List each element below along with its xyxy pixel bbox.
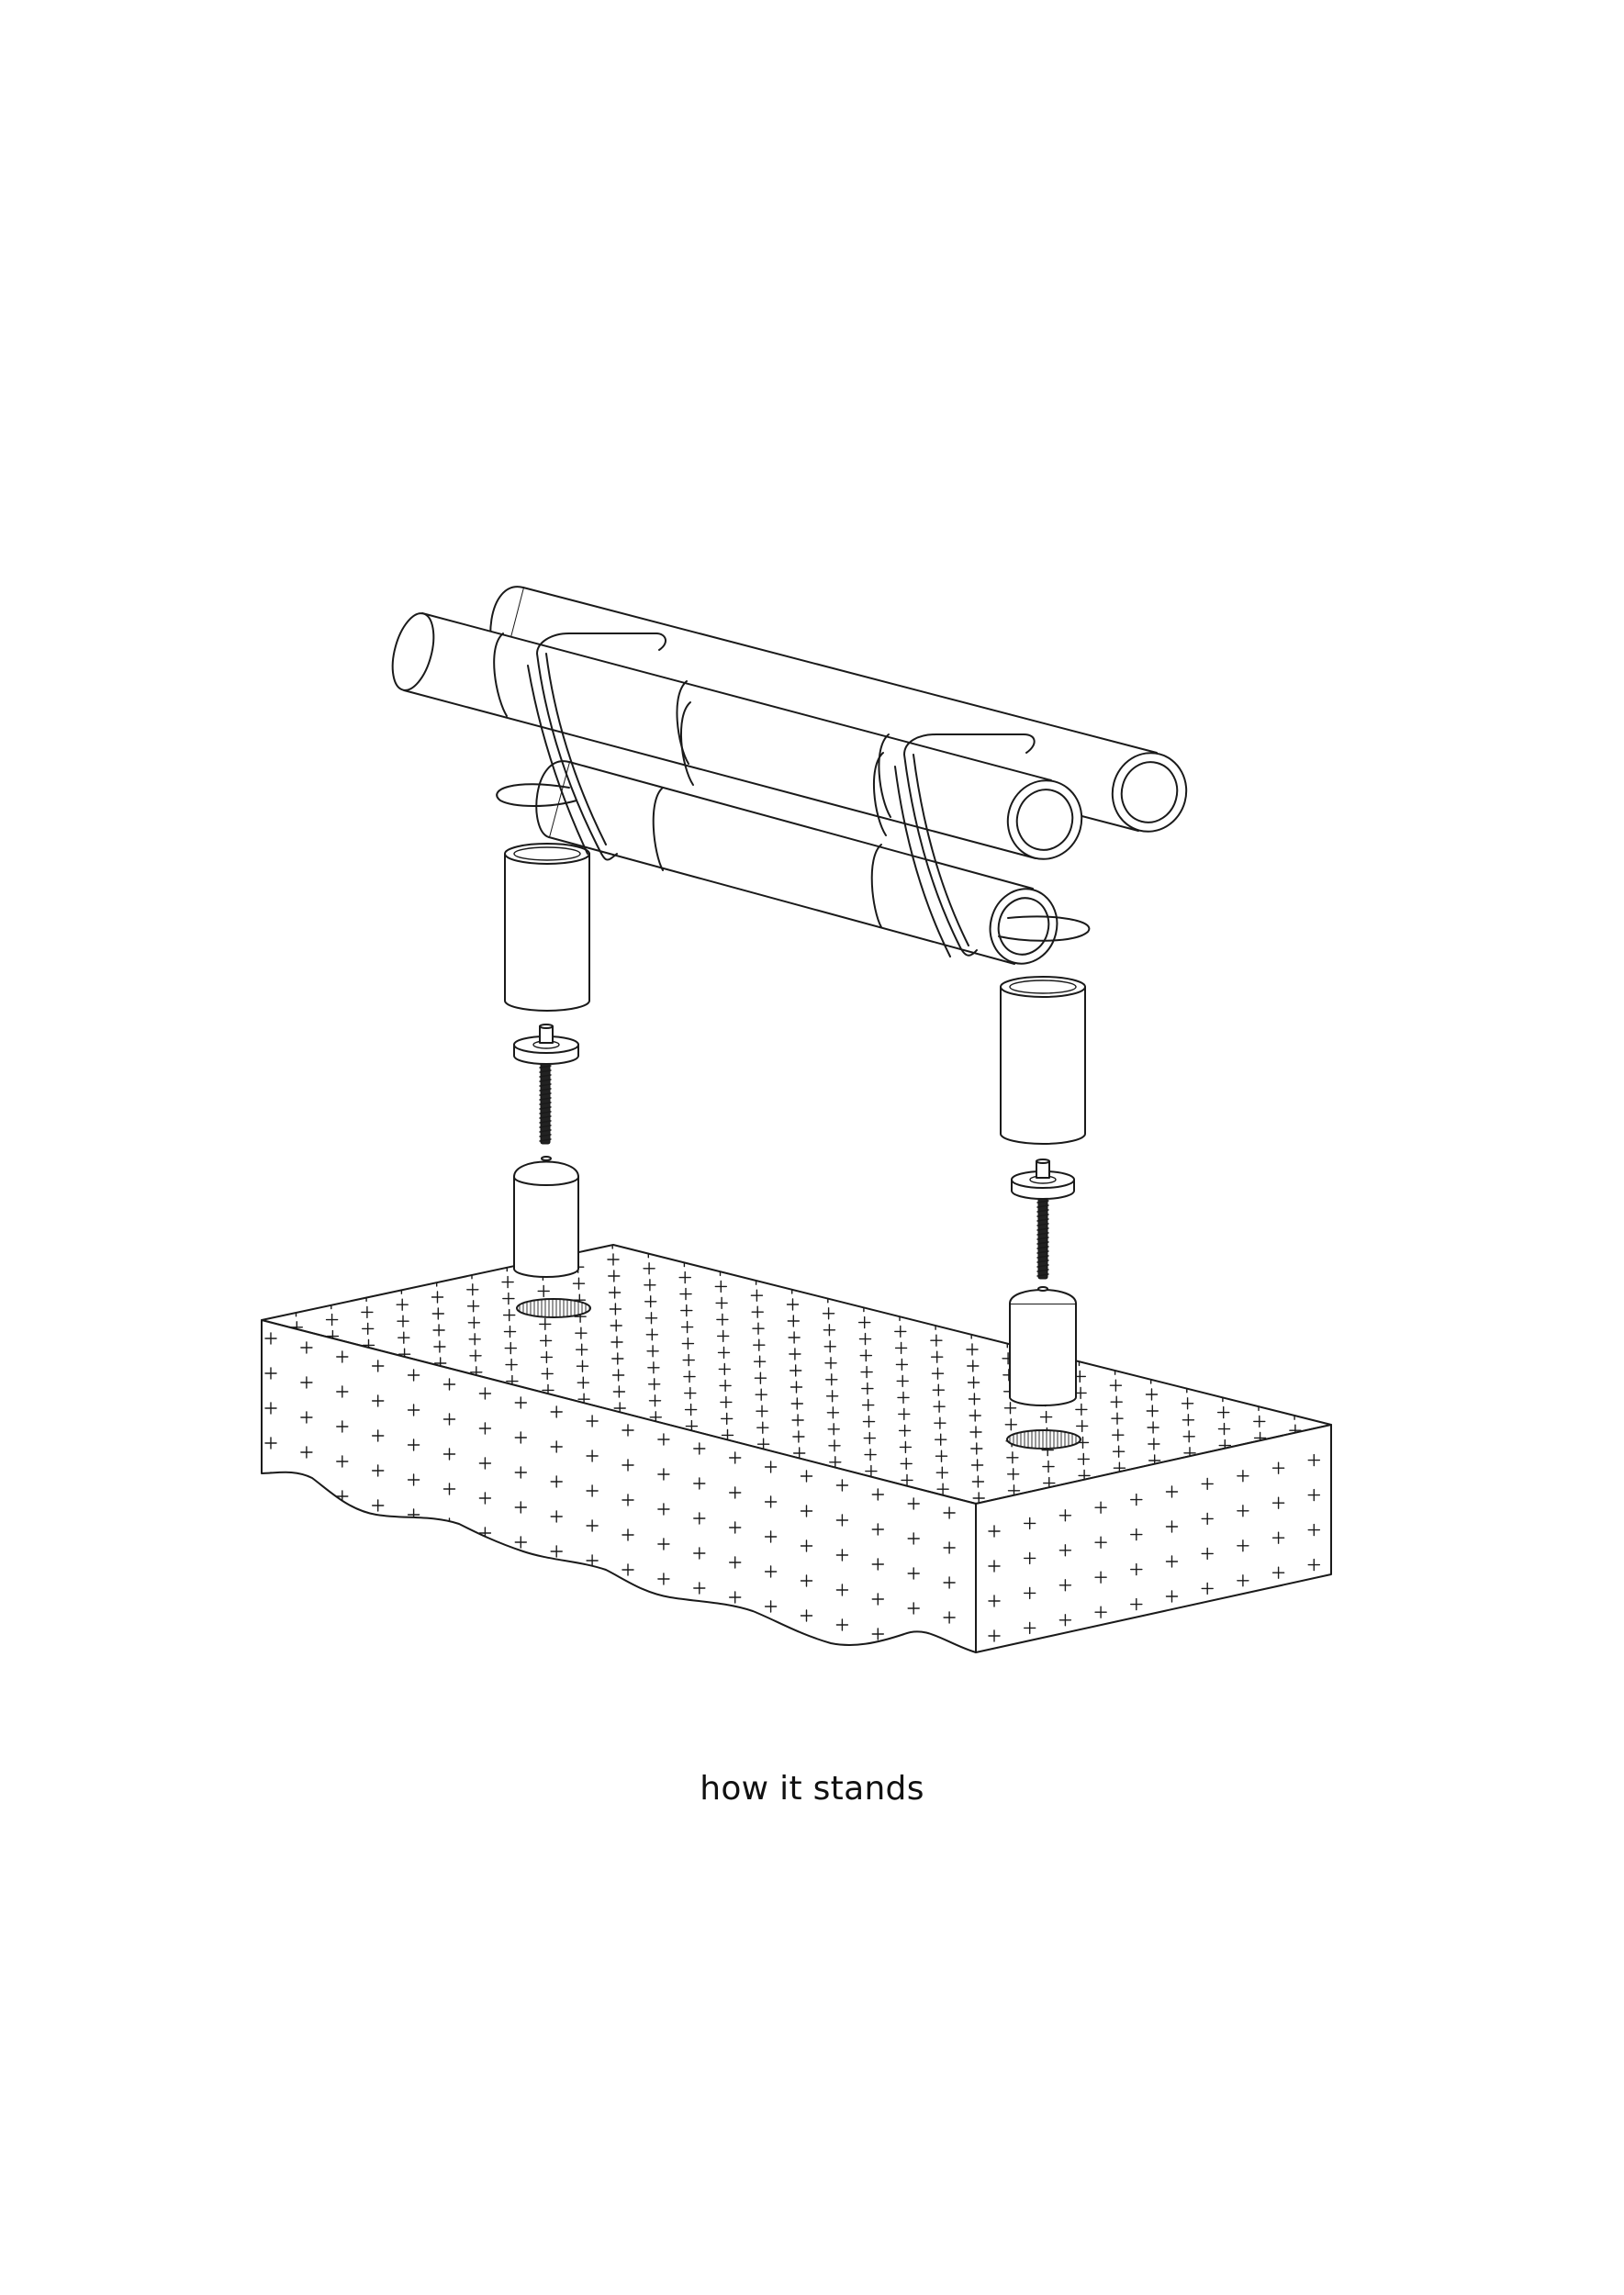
pattern-mark [539, 1083, 552, 1087]
pattern-mark [1036, 1204, 1049, 1208]
right-foot-cap [1009, 1286, 1077, 1406]
tube-lower [535, 760, 1058, 965]
pattern-mark [539, 1111, 552, 1114]
pattern-mark [539, 1125, 552, 1128]
strap-left-tab [496, 783, 577, 807]
figure-caption: how it stands [700, 1770, 924, 1808]
pattern-mark [539, 1120, 552, 1124]
left-sleeve [504, 843, 590, 1012]
pattern-mark [1036, 1214, 1049, 1217]
right-threaded-rod [1036, 1197, 1049, 1280]
tube-middle-joints [680, 701, 887, 836]
pattern-mark [539, 1138, 552, 1142]
pattern-mark [1036, 1237, 1049, 1240]
pattern-mark [1036, 1250, 1049, 1254]
pattern-mark [539, 1092, 552, 1096]
tube-bundle [391, 586, 1188, 965]
pattern-mark [1036, 1227, 1049, 1231]
pattern-mark [539, 1079, 552, 1082]
pattern-mark [539, 1129, 552, 1133]
pattern-mark [1036, 1200, 1049, 1203]
right-socket-hole [1006, 1429, 1081, 1450]
strap-right [903, 733, 1036, 957]
pattern-mark [539, 1069, 552, 1073]
left-washer [513, 1024, 579, 1065]
left-socket-hole [516, 1298, 591, 1318]
straps [496, 633, 1091, 957]
right-sleeve [1000, 976, 1086, 1145]
pattern-mark [1036, 1209, 1049, 1213]
pattern-mark [1036, 1269, 1049, 1272]
pattern-mark [1036, 1259, 1049, 1263]
base-front-face [261, 1319, 977, 1653]
pattern-mark [539, 1097, 552, 1101]
pattern-mark [539, 1074, 552, 1078]
base-block [261, 1244, 1332, 1653]
pattern-mark [1036, 1241, 1049, 1245]
left-foot-cap [513, 1156, 579, 1278]
pattern-mark [1036, 1264, 1049, 1268]
pattern-mark [539, 1088, 552, 1092]
right-washer [1011, 1159, 1075, 1200]
pattern-mark [1036, 1232, 1049, 1236]
strap-right-tab [998, 915, 1091, 942]
pattern-mark [1036, 1218, 1049, 1222]
right-leg-assembly [1000, 976, 1086, 1406]
strap-left [536, 633, 666, 861]
pattern-mark [539, 1102, 552, 1105]
pattern-mark [539, 1115, 552, 1119]
pattern-mark [1036, 1255, 1049, 1259]
left-threaded-rod [539, 1062, 552, 1145]
tube-front-top [391, 612, 1083, 860]
pattern-mark [539, 1065, 552, 1069]
pattern-mark [1036, 1223, 1049, 1226]
pattern-mark [1036, 1273, 1049, 1277]
pattern-mark [1036, 1246, 1049, 1249]
pattern-mark [539, 1106, 552, 1110]
left-leg-assembly [504, 843, 590, 1278]
pattern-mark [539, 1134, 552, 1137]
